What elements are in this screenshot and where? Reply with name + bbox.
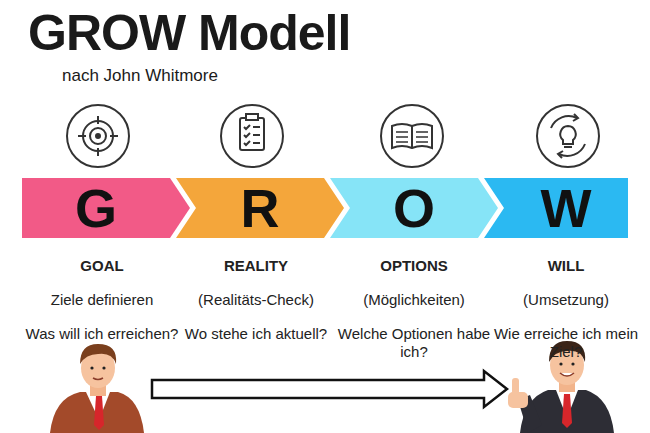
step-heading: WILL — [486, 257, 646, 275]
step-letter: O — [350, 178, 478, 238]
step-letter: G — [22, 178, 170, 238]
step-subheading: (Umsetzung) — [486, 291, 646, 309]
step-question: Welche Optionen habe ich? — [334, 325, 494, 361]
step-subheading: Ziele definieren — [22, 291, 182, 309]
step-letter: R — [196, 178, 324, 238]
step-question: Was will ich erreichen? — [22, 325, 182, 343]
step-heading: REALITY — [181, 257, 332, 275]
step-question: Wie erreiche ich mein Ziel? — [486, 325, 646, 361]
grow-step-band: OOPTIONS(Möglichkeiten)Welche Optionen h… — [330, 178, 498, 238]
step-text: OPTIONS (Möglichkeiten) Welche Optionen ha… — [334, 257, 494, 361]
step-heading: GOAL — [22, 257, 182, 275]
step-heading: OPTIONS — [334, 257, 494, 275]
step-text: GOAL Ziele definierenWas will ich erreich… — [22, 257, 182, 343]
step-text: WILL (Umsetzung) Wie erreiche ich mein Zie… — [486, 257, 646, 361]
step-letter: W — [504, 178, 628, 238]
step-subheading: (Möglichkeiten) — [334, 291, 494, 309]
step-question: Wo stehe ich aktuell? — [181, 325, 332, 343]
grow-step-band: GGOALZiele definierenWas will ich erreic… — [22, 178, 190, 238]
grow-step-band: WWILL(Umsetzung)Wie erreiche ich mein Zi… — [484, 178, 628, 238]
step-text: REALITY (Realitäts-Check) Wo stehe ich akt… — [181, 257, 332, 343]
title: GROW Modell — [28, 6, 350, 61]
step-subheading: (Realitäts-Check) — [181, 291, 332, 309]
subtitle: nach John Whitmore — [62, 66, 218, 86]
grow-step-band: RREALITY(Realitäts-Check)Wo stehe ich ak… — [176, 178, 344, 238]
